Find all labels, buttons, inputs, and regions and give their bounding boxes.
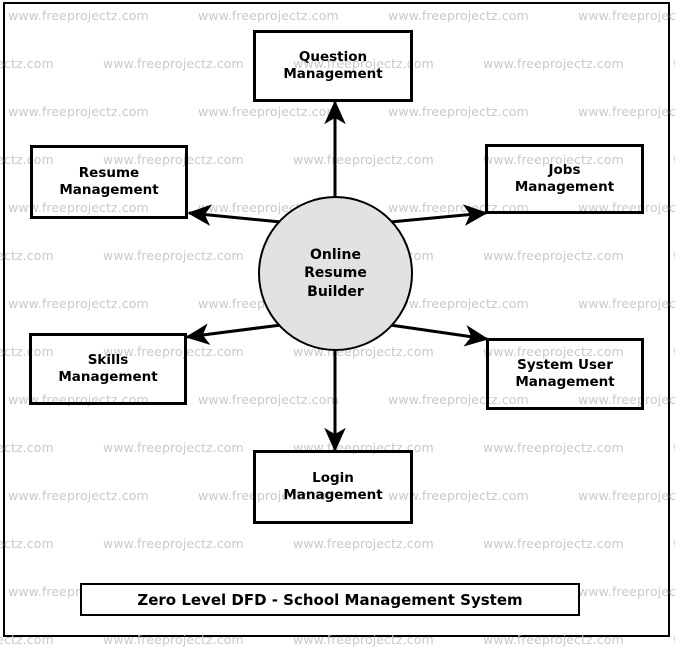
diagram-caption-text: Zero Level DFD - School Management Syste… xyxy=(137,590,523,609)
entity-jobs-management-label: Jobs Management xyxy=(515,162,614,196)
process-label-line2: Resume xyxy=(304,265,367,282)
entity-label-line1: Resume xyxy=(78,165,140,182)
entity-label-line2: Management xyxy=(283,66,383,82)
entity-question-management-label: Question Management xyxy=(283,49,382,83)
entity-label-line2: Management xyxy=(515,374,615,390)
flow-resume-management xyxy=(187,204,305,235)
entity-skills-management-label: Skills Management xyxy=(58,352,157,386)
entity-resume-management[interactable]: Resume Management xyxy=(30,145,188,219)
entity-label-line1: System User xyxy=(517,357,613,374)
entity-login-management[interactable]: Login Management xyxy=(253,450,413,524)
entity-label-line2: Management xyxy=(514,179,615,195)
entity-label-line1: Jobs xyxy=(548,162,581,179)
flow-skills-management xyxy=(185,311,305,345)
entity-login-management-label: Login Management xyxy=(283,470,382,504)
process-online-resume-builder[interactable]: Online Resume Builder xyxy=(258,196,413,351)
entity-label-line2: Management xyxy=(283,487,383,503)
process-label: Online Resume Builder xyxy=(304,246,367,301)
process-label-line3: Builder xyxy=(307,283,364,300)
entity-label-line2: Management xyxy=(59,182,159,198)
entity-resume-management-label: Resume Management xyxy=(59,165,158,199)
entity-system-user-management[interactable]: System User Management xyxy=(486,338,644,410)
entity-label-line1: Question xyxy=(298,49,368,66)
entity-question-management[interactable]: Question Management xyxy=(253,30,413,102)
entity-skills-management[interactable]: Skills Management xyxy=(29,333,187,405)
entity-system-user-management-label: System User Management xyxy=(515,357,614,391)
entity-jobs-management[interactable]: Jobs Management xyxy=(485,144,644,214)
diagram-caption-box: Zero Level DFD - School Management Syste… xyxy=(80,583,580,616)
diagram-outer-border xyxy=(3,2,670,637)
entity-label-line2: Management xyxy=(58,369,158,385)
flow-system-user-management xyxy=(366,311,489,347)
entity-label-line1: Login xyxy=(312,470,354,487)
entity-label-line1: Skills xyxy=(87,352,129,369)
flow-jobs-management xyxy=(366,204,488,235)
process-label-line1: Online xyxy=(310,247,361,264)
